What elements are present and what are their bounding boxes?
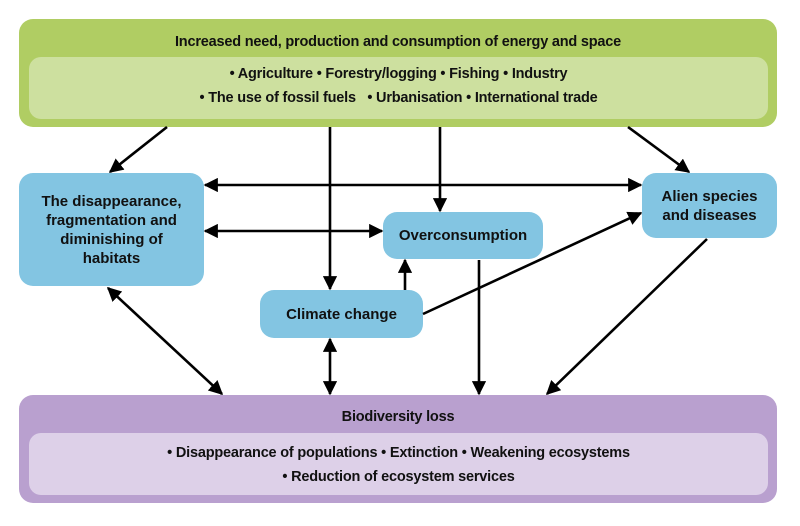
outcome-list-box: • Disappearance of populations • Extinct… bbox=[29, 433, 768, 495]
outcome-title: Biodiversity loss bbox=[341, 409, 455, 425]
node-climate-change-label: Climate change bbox=[286, 305, 397, 323]
outcome-list-line-2: • Reduction of ecosystem services bbox=[282, 469, 515, 485]
drivers-list-line-2: • The use of fossil fuels • Urbanisation… bbox=[199, 90, 598, 106]
drivers-box: Increased need, production and consumpti… bbox=[19, 19, 777, 127]
node-habitats: The disappearance, fragmentation and dim… bbox=[19, 173, 204, 286]
outcome-box: Biodiversity loss • Disappearance of pop… bbox=[19, 395, 777, 503]
node-climate-change: Climate change bbox=[260, 290, 423, 338]
arrow-climate-to-alien bbox=[422, 211, 643, 316]
node-habitats-label: The disappearance, fragmentation and dim… bbox=[41, 192, 182, 267]
drivers-title: Increased need, production and consumpti… bbox=[174, 34, 622, 50]
arrow-habitats-biodiversity bbox=[106, 287, 224, 395]
node-alien-species-label: Alien species and diseases bbox=[661, 187, 758, 224]
node-overconsumption: Overconsumption bbox=[383, 212, 543, 259]
arrow-alien-to-biodiversity bbox=[545, 238, 708, 395]
arrow-drivers-to-habitats bbox=[108, 125, 168, 174]
node-overconsumption-label: Overconsumption bbox=[398, 227, 528, 244]
outcome-list-line-1: • Disappearance of populations • Extinct… bbox=[167, 445, 630, 461]
drivers-list-line-1: • Agriculture • Forestry/logging • Fishi… bbox=[229, 66, 568, 82]
node-alien-species: Alien species and diseases bbox=[642, 173, 777, 238]
arrow-drivers-to-alien bbox=[627, 125, 691, 174]
drivers-list-box: • Agriculture • Forestry/logging • Fishi… bbox=[29, 57, 768, 119]
